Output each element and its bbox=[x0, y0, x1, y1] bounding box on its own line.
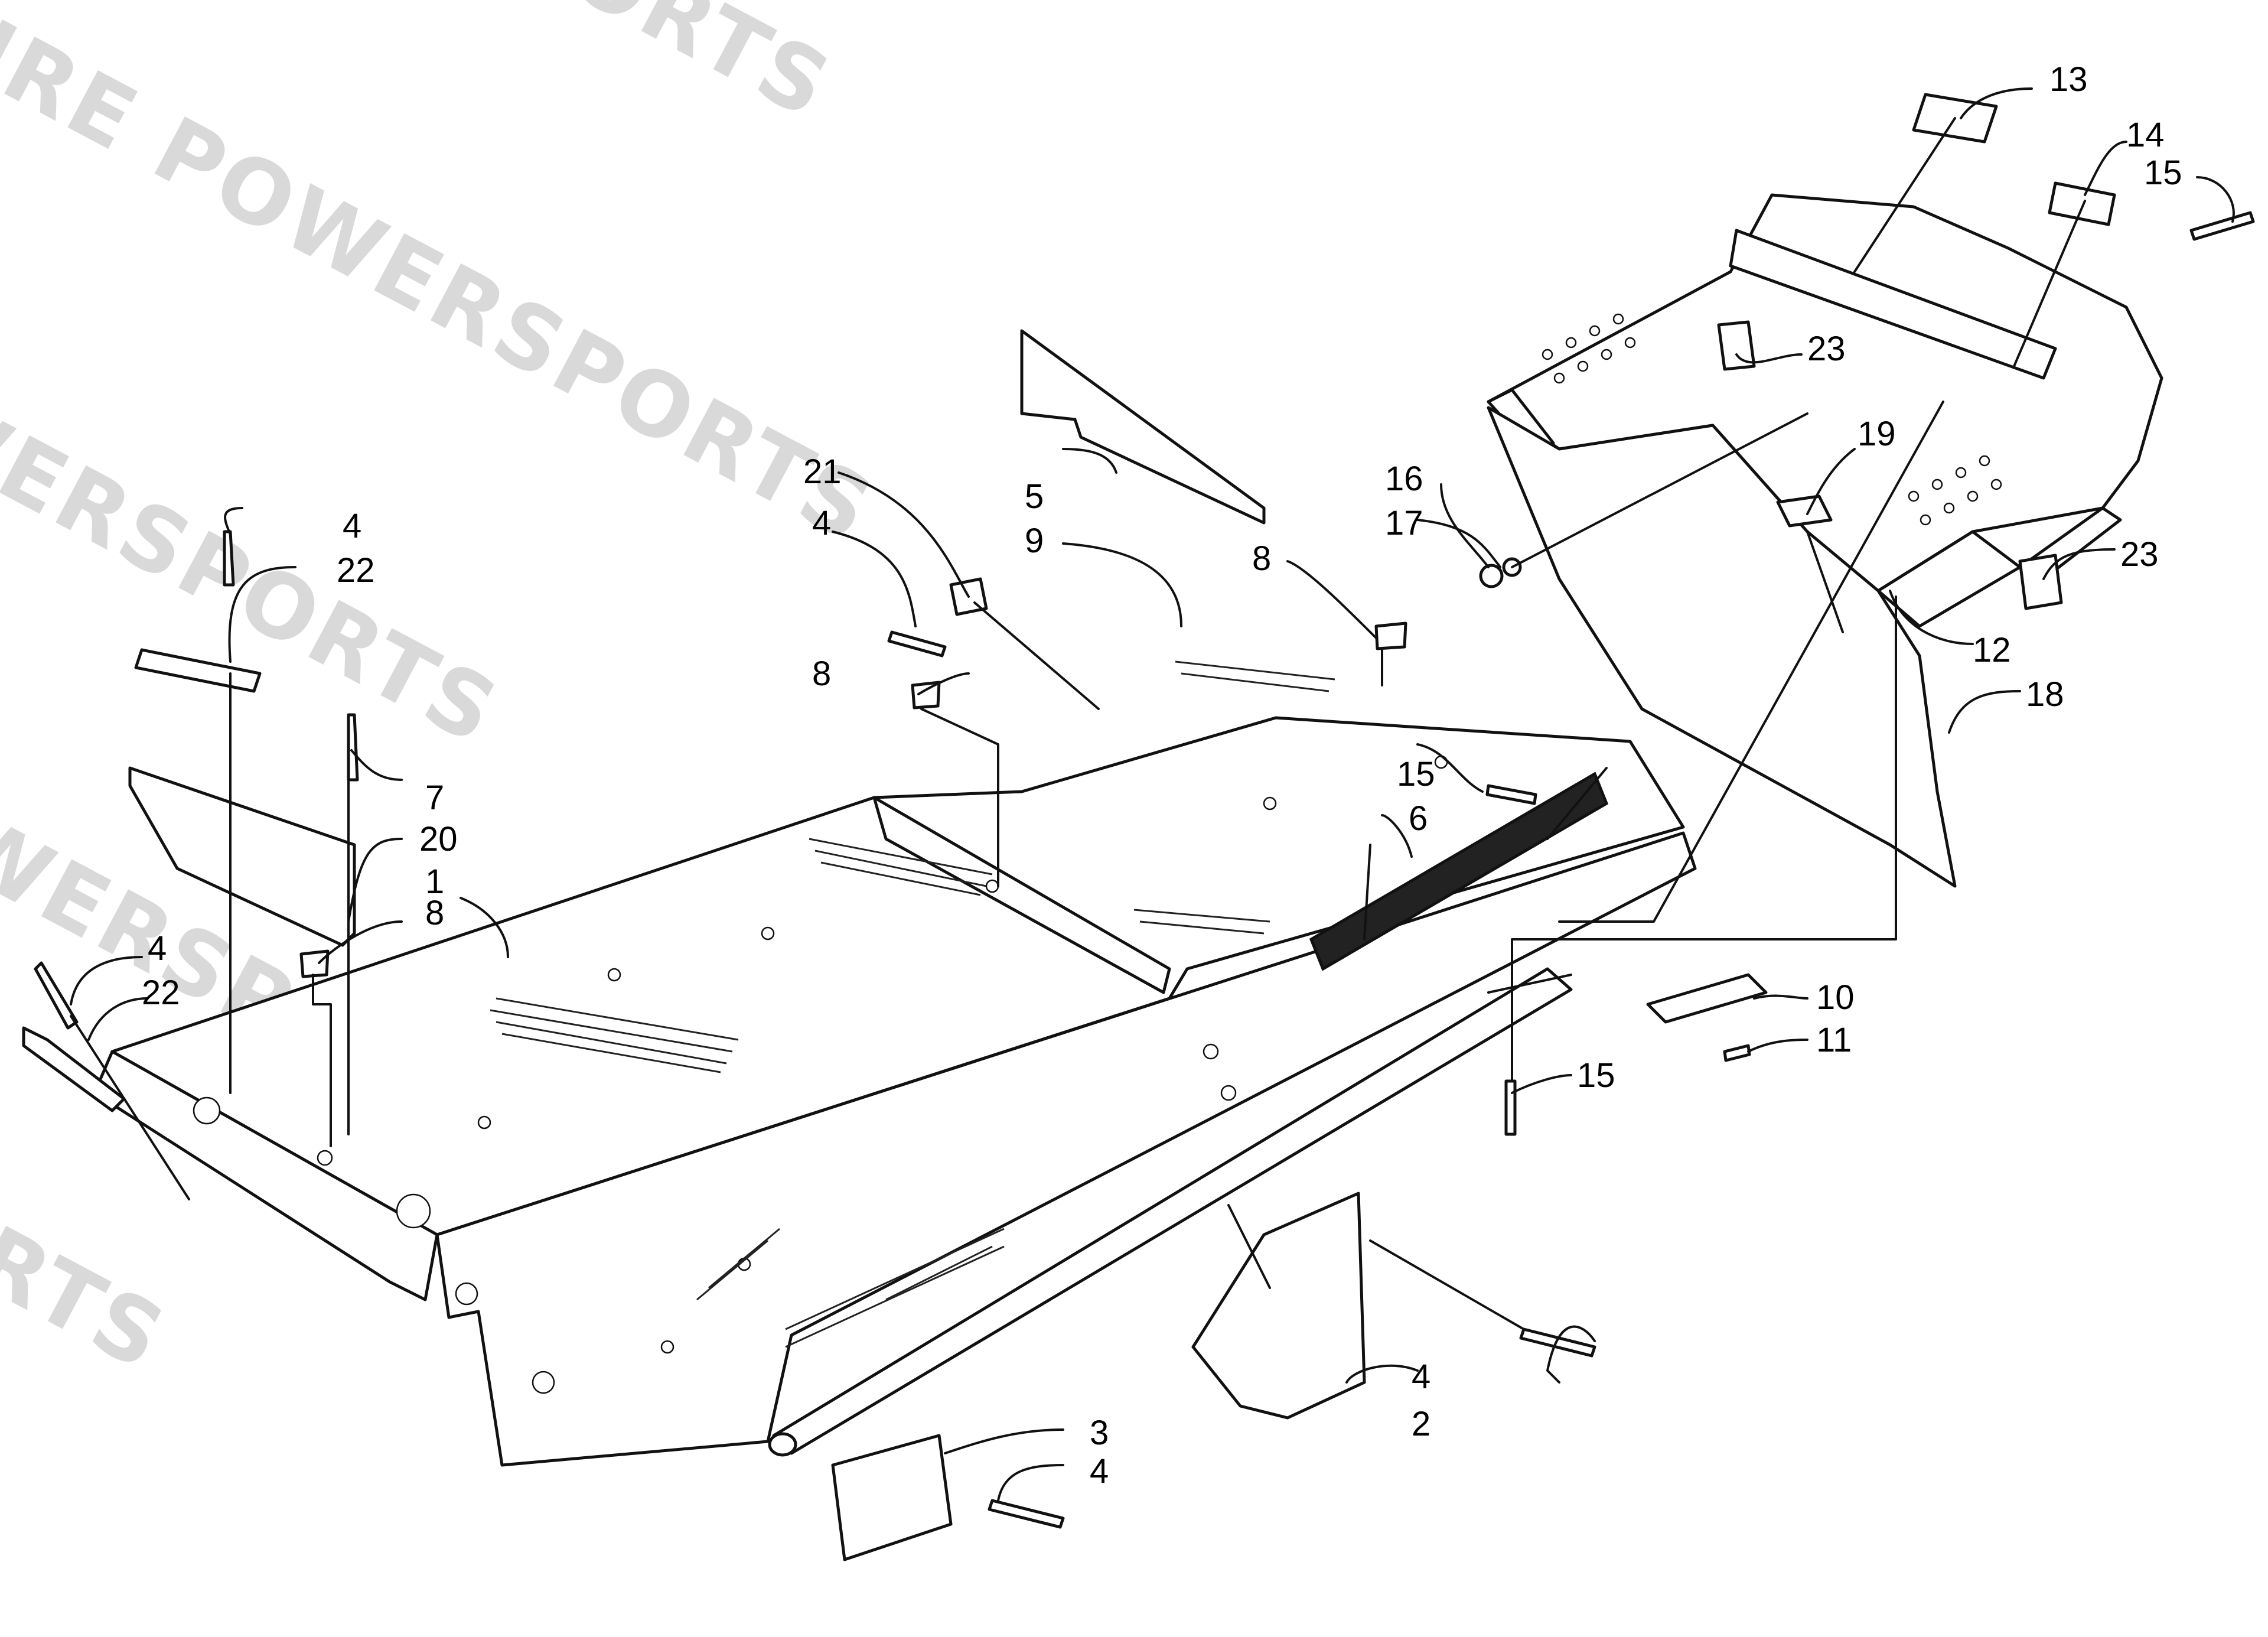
callout-4: 4 bbox=[343, 507, 361, 545]
decal-14 bbox=[2048, 181, 2116, 226]
callout-7: 7 bbox=[425, 779, 444, 817]
leader-lines bbox=[70, 87, 2235, 1502]
callout-17: 17 bbox=[1385, 504, 1423, 542]
callout-14: 14 bbox=[2126, 116, 2165, 154]
callout-23: 23 bbox=[1807, 330, 1846, 368]
callout-19: 19 bbox=[1858, 415, 1896, 453]
callout-23: 23 bbox=[2120, 535, 2159, 574]
callout-6: 6 bbox=[1409, 799, 1428, 838]
callout-18: 18 bbox=[2026, 675, 2064, 714]
callout-21: 21 bbox=[803, 453, 842, 491]
callout-13: 13 bbox=[2049, 60, 2088, 99]
callouts: 13 14 15 23 19 16 17 23 12 18 21 5 4 9 8… bbox=[142, 60, 2182, 1490]
callout-15: 15 bbox=[1577, 1056, 1615, 1095]
callout-3: 3 bbox=[1090, 1414, 1109, 1452]
callout-8: 8 bbox=[812, 655, 831, 693]
callout-22: 22 bbox=[337, 551, 375, 590]
callout-22: 22 bbox=[142, 974, 180, 1012]
callout-20: 20 bbox=[419, 820, 458, 858]
callout-12: 12 bbox=[1973, 631, 2011, 669]
callout-8: 8 bbox=[425, 894, 444, 932]
callout-4: 4 bbox=[1412, 1358, 1430, 1396]
callout-9: 9 bbox=[1025, 522, 1044, 560]
callout-15: 15 bbox=[1397, 755, 1435, 793]
callout-16: 16 bbox=[1385, 460, 1423, 498]
callout-10: 10 bbox=[1816, 978, 1855, 1017]
callout-5: 5 bbox=[1025, 477, 1044, 516]
callout-4: 4 bbox=[812, 504, 831, 542]
tunnel-assembly bbox=[93, 660, 1697, 1467]
callout-2: 2 bbox=[1412, 1405, 1430, 1443]
callout-1: 1 bbox=[425, 863, 444, 901]
callout-15: 15 bbox=[2144, 154, 2182, 192]
callout-8: 8 bbox=[1252, 539, 1271, 578]
rear-bumper-assembly bbox=[1487, 193, 2163, 888]
callout-4: 4 bbox=[1090, 1452, 1109, 1490]
callout-4: 4 bbox=[148, 929, 167, 968]
callout-11: 11 bbox=[1816, 1021, 1852, 1059]
